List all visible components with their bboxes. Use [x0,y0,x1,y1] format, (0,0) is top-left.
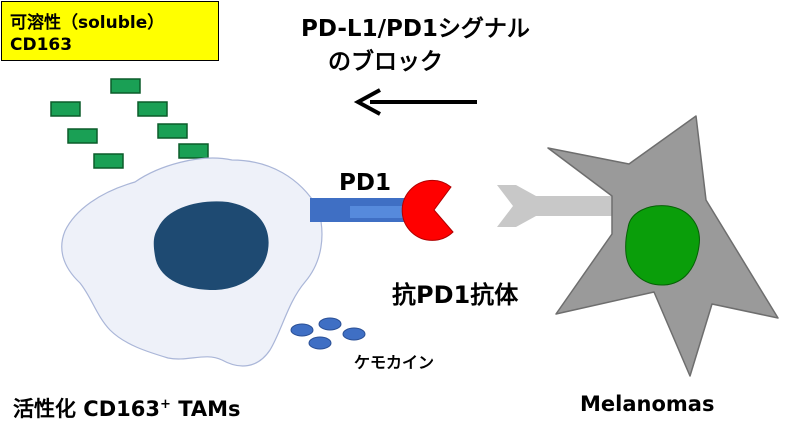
chemokine-dot [308,336,332,350]
melanoma-nucleus [625,205,700,286]
block-arrow [353,88,477,116]
chemokine-dot [318,317,342,331]
chemokines [290,317,366,350]
soluble-cd163-molecule [67,128,98,144]
soluble-label-line1: 可溶性（soluble） [10,13,165,33]
soluble-cd163-molecule [178,143,209,159]
tam-label-suffix: TAMs [170,397,241,421]
chemokine-label: ケモカイン [354,353,435,372]
melanoma-label: Melanomas [580,392,715,416]
chemokine-dot [290,323,314,337]
soluble-cd163-molecule [50,101,81,117]
pd1-label: PD1 [339,170,391,196]
soluble-cd163-molecule [93,153,124,169]
blockade-label-line2: のブロック [328,49,443,75]
tam-label-prefix: 活性化 CD163 [13,397,160,421]
blockade-label-line1: PD-L1/PD1シグナル [301,16,530,42]
tam-label: 活性化 CD163+ TAMs [13,393,241,423]
soluble-cd163-molecule [157,123,188,139]
soluble-cd163-molecule [110,78,141,94]
soluble-cd163-molecules [50,78,209,169]
pd1-receptor [310,198,420,222]
antibody-label: 抗PD1抗体 [392,281,519,309]
tam-label-sup: + [160,397,171,412]
anti-pd1-antibody [401,179,454,241]
chemokine-dot [342,327,366,341]
pd-l1-ligand [497,185,614,227]
tam-nucleus [153,201,269,291]
soluble-cd163-molecule [137,101,168,117]
soluble-label-line2: CD163 [10,35,73,55]
soluble-cd163-label-box: 可溶性（soluble） CD163 [1,1,219,61]
